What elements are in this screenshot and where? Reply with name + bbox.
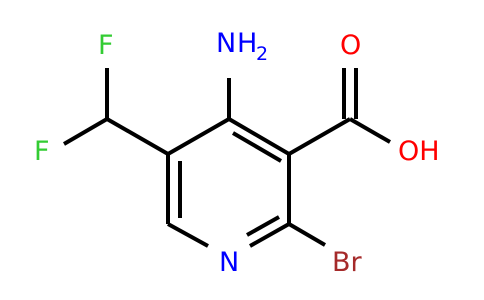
amino-n-label: N (216, 28, 236, 59)
bond-c2-n1-inner (246, 215, 280, 237)
bond-c5-c4 (167, 117, 230, 156)
bond-c3-carboxyl (288, 117, 351, 156)
ring-n-label: N (219, 247, 239, 278)
bond-c4-c3-inner (231, 131, 283, 163)
bond-chf2-f-left (62, 117, 109, 146)
bond-c4-c3 (227, 117, 291, 156)
fluorine-left-label: F (34, 136, 50, 167)
amino-h-label: H (237, 28, 257, 59)
bond-c2-br (287, 222, 327, 247)
fluorine-top-label: F (98, 30, 114, 61)
amino-subscript-label: 2 (256, 43, 268, 65)
carbonyl-o-label: O (340, 30, 361, 61)
hydroxyl-label: OH (398, 136, 440, 167)
bond-n1-c6 (167, 222, 209, 248)
bond-carboxyl-oh (349, 117, 391, 144)
bond-c2-n1 (249, 222, 290, 248)
bromine-label: Br (332, 247, 363, 278)
bond-c5-chf2 (106, 117, 169, 156)
